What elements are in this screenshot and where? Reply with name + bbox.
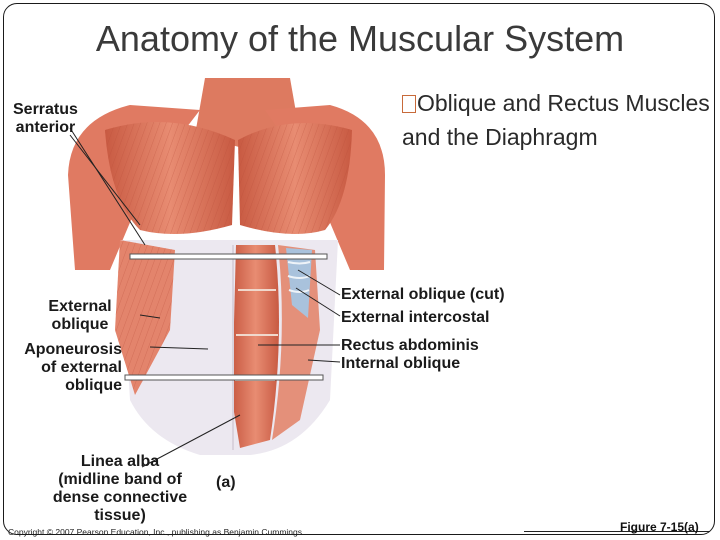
upper-label-bar: [129, 253, 328, 260]
slide-title: Anatomy of the Muscular System: [95, 18, 625, 59]
label-serratus-anterior: Serratus anterior: [13, 101, 78, 137]
label-panel-a: (a): [216, 474, 236, 491]
label-rectus-abdominis: Rectus abdominis: [341, 337, 479, 354]
label-linea-alba-text: Linea alba (midline band of dense connec…: [52, 453, 188, 524]
label-external-oblique-cut: External oblique (cut): [341, 286, 505, 303]
rectus-abdominis-muscle: [232, 245, 279, 448]
label-serratus-anterior-text: Serratus anterior: [13, 101, 78, 136]
figure-reference: Figure 7-15(a): [620, 520, 699, 534]
label-external-oblique-text: External oblique: [48, 298, 112, 333]
lower-label-bar: [124, 374, 324, 381]
label-linea-alba: Linea alba (midline band of dense connec…: [40, 453, 200, 525]
copyright-text: Copyright © 2007 Pearson Education, Inc.…: [8, 527, 303, 537]
label-aponeurosis-text: Aponeurosis of external oblique: [24, 341, 122, 394]
label-aponeurosis: Aponeurosis of external oblique: [8, 341, 122, 395]
bullet-glyph-icon: [402, 95, 416, 113]
torso-illustration: [68, 78, 385, 468]
bullet-text: Oblique and Rectus Muscles and the Diaph…: [402, 90, 710, 150]
slide-frame: [3, 3, 715, 535]
label-external-oblique: External oblique: [40, 298, 120, 334]
label-external-intercostal: External intercostal: [341, 309, 490, 326]
label-internal-oblique: Internal oblique: [341, 355, 461, 372]
footer-rule: [524, 531, 710, 532]
external-intercostal-area: [286, 248, 312, 318]
bullet-item: Oblique and Rectus Muscles and the Diaph…: [402, 86, 712, 154]
